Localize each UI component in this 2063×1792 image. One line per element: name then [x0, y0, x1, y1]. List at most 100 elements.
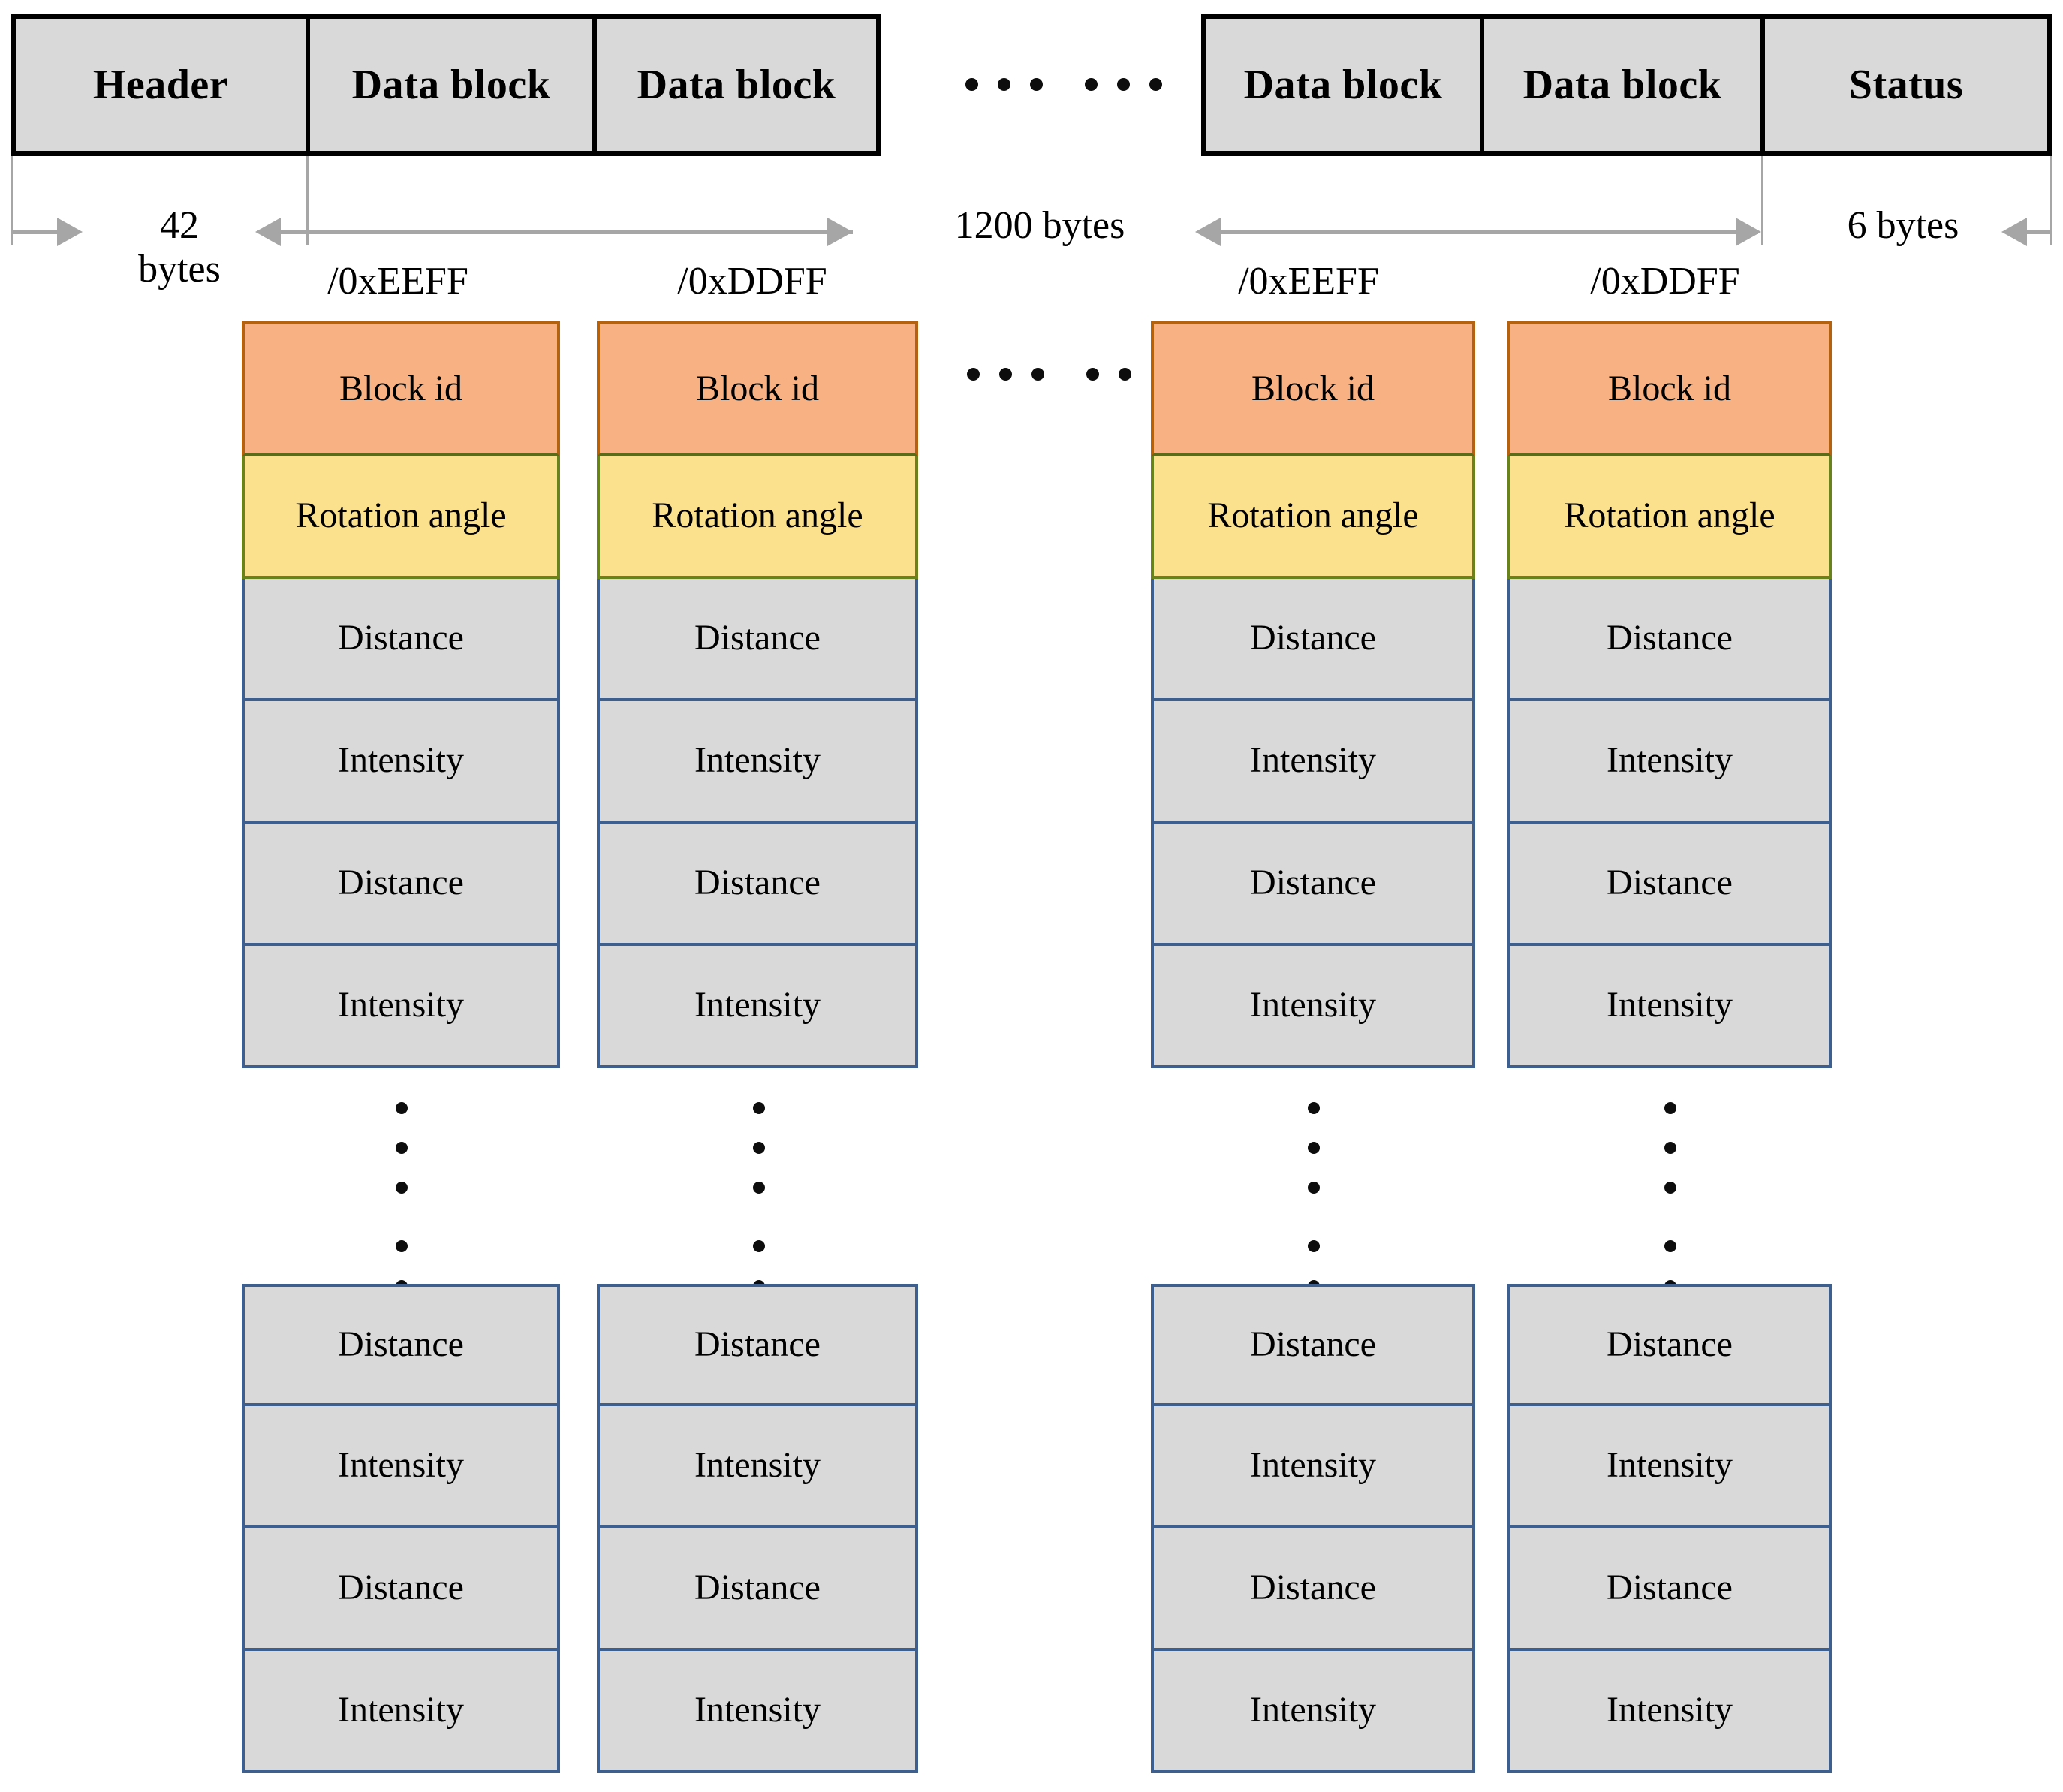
cell-rotation-angle: Rotation angle	[1151, 456, 1475, 579]
cell-label: Intensity	[694, 985, 821, 1026]
cell-label: Distance	[338, 618, 464, 658]
cell-label: Intensity	[1250, 1690, 1376, 1730]
ellipsis-group	[1085, 78, 1162, 91]
cell-distance: Distance	[1507, 579, 1832, 701]
cell-label: Rotation angle	[295, 495, 507, 536]
dim-arrow-payload-right-line	[1221, 230, 1758, 234]
cell-distance: Distance	[1151, 824, 1475, 946]
cell-intensity: Intensity	[597, 1406, 918, 1528]
packet-strip-ellipsis	[965, 78, 1162, 91]
cell-label: Block id	[1608, 368, 1731, 408]
arrow-head-right	[827, 218, 853, 246]
data-block-column-1-bottom: Distance Intensity Distance Intensity	[242, 1284, 560, 1773]
ellipsis-dot	[1664, 1182, 1676, 1194]
cell-intensity: Intensity	[1151, 1406, 1475, 1528]
ellipsis-dot	[1664, 1102, 1676, 1114]
ellipsis-dot	[998, 78, 1010, 91]
cell-rotation-angle: Rotation angle	[597, 456, 918, 579]
arrow-head-left	[255, 218, 281, 246]
cell-label: Intensity	[1607, 985, 1733, 1026]
cell-label: Distance	[1607, 863, 1733, 903]
ellipsis-dot	[396, 1142, 408, 1154]
guide-line-header-right	[306, 156, 309, 245]
packet-box-data-block-4: Data block	[1482, 14, 1763, 156]
cell-label: Distance	[1607, 1324, 1733, 1365]
dim-label-status-size: 6 bytes	[1847, 204, 1959, 247]
cell-label: Distance	[1250, 618, 1376, 658]
cell-label: Block id	[1251, 368, 1375, 408]
cell-label: Distance	[694, 1568, 821, 1608]
cell-label: Distance	[338, 1324, 464, 1365]
dim-label-header-size: 42 bytes	[138, 204, 221, 291]
cell-label: Intensity	[338, 740, 464, 781]
packet-box-label: Data block	[1522, 61, 1722, 108]
packet-box-label: Header	[92, 61, 229, 108]
guide-line-header-left	[11, 156, 13, 245]
cell-intensity: Intensity	[1507, 1406, 1832, 1528]
data-block-column-1-top: Block id Rotation angle Distance Intensi…	[242, 321, 560, 1068]
dim-label-payload-size: 1200 bytes	[954, 204, 1125, 247]
cell-distance: Distance	[1507, 1284, 1832, 1406]
ellipsis-dot	[396, 1182, 408, 1194]
cell-distance: Distance	[242, 579, 560, 701]
ellipsis-group	[1308, 1102, 1320, 1194]
cell-distance: Distance	[597, 824, 918, 946]
cell-rotation-angle: Rotation angle	[1507, 456, 1832, 579]
cell-block-id: Block id	[1151, 321, 1475, 456]
ellipsis-dot	[1086, 368, 1099, 381]
ellipsis-dot	[1030, 78, 1043, 91]
cell-intensity: Intensity	[242, 946, 560, 1068]
ellipsis-dot	[1308, 1102, 1320, 1114]
cell-intensity: Intensity	[1507, 946, 1832, 1068]
dim-arrow-header-line	[12, 230, 57, 234]
ellipsis-dot	[396, 1240, 408, 1252]
packet-box-label: Status	[1848, 61, 1964, 108]
ellipsis-dot	[965, 78, 978, 91]
ellipsis-group	[965, 78, 1043, 91]
cell-distance: Distance	[242, 1284, 560, 1406]
ellipsis-dot	[1119, 368, 1131, 381]
cell-distance: Distance	[1507, 824, 1832, 946]
cell-intensity: Intensity	[242, 701, 560, 824]
cell-label: Intensity	[694, 740, 821, 781]
cell-distance: Distance	[242, 1528, 560, 1651]
ellipsis-dot	[1664, 1142, 1676, 1154]
data-block-column-3-bottom: Distance Intensity Distance Intensity	[1151, 1284, 1475, 1773]
guide-line-status-right	[2050, 156, 2052, 245]
cell-label: Intensity	[1250, 985, 1376, 1026]
cell-label: Block id	[696, 368, 819, 408]
cell-distance: Distance	[1507, 1528, 1832, 1651]
cell-intensity: Intensity	[1507, 1651, 1832, 1773]
ellipsis-dot	[753, 1182, 765, 1194]
ellipsis-dot	[753, 1102, 765, 1114]
ellipsis-group	[1664, 1102, 1676, 1194]
hex-label-eeff-1: /0xEEFF	[327, 260, 468, 303]
cell-label: Intensity	[1607, 1690, 1733, 1730]
cell-intensity: Intensity	[242, 1651, 560, 1773]
packet-box-data-block-3: Data block	[1201, 14, 1482, 156]
arrow-head-right	[57, 218, 83, 246]
packet-box-header: Header	[11, 14, 308, 156]
packet-box-label: Data block	[637, 61, 836, 108]
guide-line-payload-end	[1761, 156, 1763, 245]
cell-intensity: Intensity	[1507, 701, 1832, 824]
cell-label: Rotation angle	[1564, 495, 1775, 536]
ellipsis-dot	[1308, 1142, 1320, 1154]
cell-block-id: Block id	[597, 321, 918, 456]
cell-label: Block id	[339, 368, 462, 408]
ellipsis-dot	[1308, 1182, 1320, 1194]
ellipsis-group	[967, 368, 1044, 381]
cell-label: Distance	[1607, 618, 1733, 658]
cell-label: Distance	[1250, 863, 1376, 903]
cell-distance: Distance	[597, 579, 918, 701]
cell-label: Distance	[694, 618, 821, 658]
hex-label-eeff-2: /0xEEFF	[1238, 260, 1379, 303]
cell-intensity: Intensity	[1151, 946, 1475, 1068]
ellipsis-dot	[396, 1102, 408, 1114]
data-block-column-4-top: Block id Rotation angle Distance Intensi…	[1507, 321, 1832, 1068]
arrow-head-right	[1736, 218, 1761, 246]
packet-box-data-block-2: Data block	[595, 14, 881, 156]
cell-label: Intensity	[338, 985, 464, 1026]
data-block-column-2-bottom: Distance Intensity Distance Intensity	[597, 1284, 918, 1773]
